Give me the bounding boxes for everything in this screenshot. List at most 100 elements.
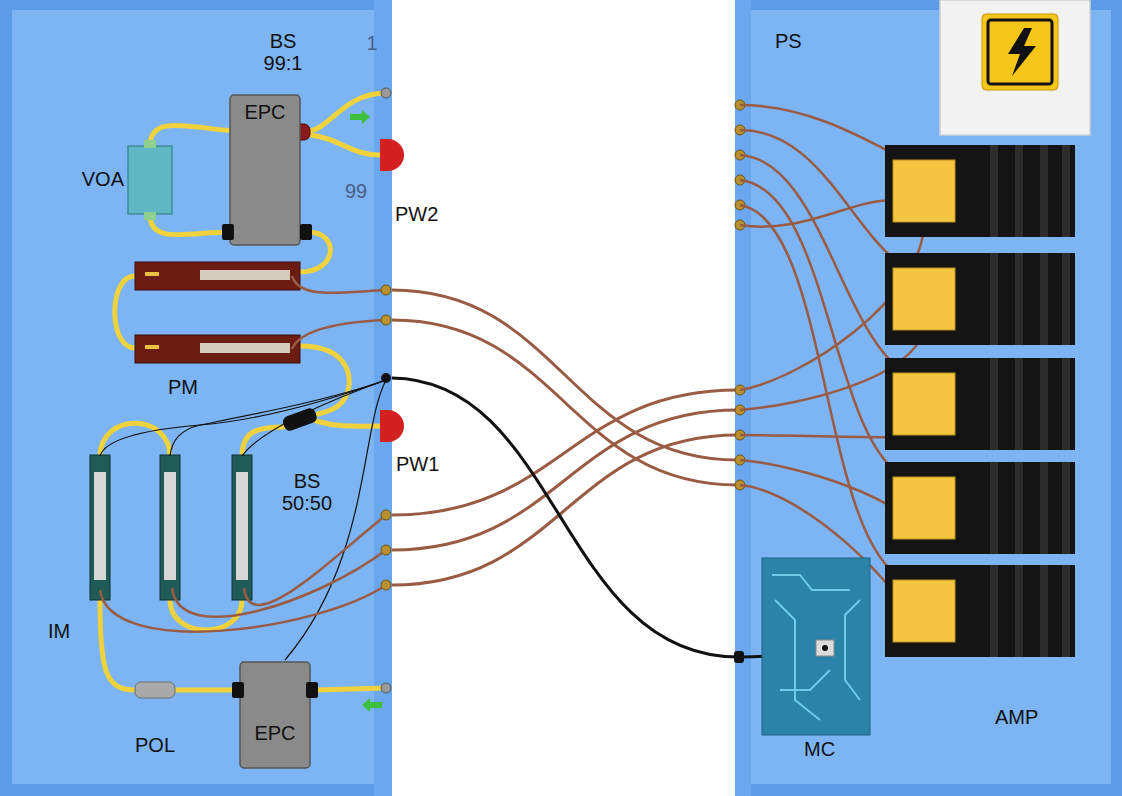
intensity-modulator [90, 455, 110, 600]
intensity-modulator [160, 455, 180, 600]
component-label: EPC [244, 101, 285, 123]
panel-port [381, 88, 745, 693]
optical-fiber [150, 215, 230, 235]
phase-modulator [145, 272, 159, 276]
amplifier [885, 253, 1075, 345]
amplifier [885, 145, 1075, 237]
panel-port [734, 651, 744, 663]
variable-attenuator [144, 140, 156, 148]
panel-port [381, 683, 391, 693]
amplifier [1062, 565, 1070, 657]
optics-panel [0, 0, 392, 796]
panel-port [381, 315, 391, 325]
bias-wire [100, 380, 386, 660]
panel-port [381, 373, 391, 383]
rf-wire [100, 276, 386, 632]
panel-port [381, 88, 391, 98]
polarization-controller [240, 662, 310, 768]
power-meter-head [380, 139, 404, 442]
polarization-controller [300, 224, 312, 240]
amplifier [1062, 462, 1070, 554]
amplifier [893, 160, 955, 222]
variable-attenuator [128, 146, 172, 214]
microcontroller-board [816, 640, 834, 656]
optical-fiber [310, 135, 380, 155]
polarization-controller [306, 682, 318, 698]
electronics-panel [735, 0, 1122, 796]
amplifier [885, 145, 1075, 657]
amplifier [1040, 145, 1048, 237]
phase-modulator [145, 345, 159, 349]
component-label: AMP [995, 706, 1038, 728]
intensity-modulator [90, 455, 252, 600]
component-label: MC [804, 738, 835, 760]
port-ratio-label: 99 [345, 180, 367, 202]
amplifier [885, 358, 1075, 450]
intensity-modulator [232, 455, 252, 600]
intensity-modulator [164, 472, 176, 580]
phase-modulator [135, 262, 300, 363]
panel-port [381, 580, 391, 590]
intensity-modulator [236, 472, 248, 580]
component-label: VOA [82, 168, 124, 190]
amplifier [1062, 145, 1070, 237]
phase-modulator [200, 343, 290, 353]
microcontroller-board [845, 600, 860, 700]
power-supply [940, 0, 1090, 135]
optical-fiber [100, 600, 135, 690]
polarization-controller [232, 682, 244, 698]
microcontroller-board [762, 558, 870, 735]
electronics-panel [735, 0, 751, 796]
optical-fiber [100, 93, 386, 690]
amplifier [893, 477, 955, 539]
amplifier [1015, 358, 1023, 450]
bias-wire [100, 380, 386, 456]
power-meter-head [380, 410, 404, 442]
variable-attenuator [144, 212, 156, 220]
amplifier [1062, 358, 1070, 450]
panel-port [381, 545, 391, 555]
polarization-controller [230, 95, 300, 245]
amplifier [990, 565, 998, 657]
rf-cable [392, 290, 738, 460]
amplifier [1015, 253, 1023, 345]
direction-arrow [350, 110, 370, 124]
amplifier-wire [740, 155, 905, 373]
amplifier [885, 462, 1075, 554]
optical-fiber [242, 427, 284, 457]
microcontroller-board [780, 670, 830, 690]
component-label: EPC [254, 722, 295, 744]
power-supply [940, 0, 1090, 135]
variable-attenuator [128, 140, 172, 220]
rf-wire [292, 276, 386, 293]
optical-fiber [175, 688, 240, 693]
bias-wire [170, 380, 386, 456]
amplifier [1040, 358, 1048, 450]
power-supply [988, 20, 1052, 84]
component-label: PM [168, 376, 198, 398]
amplifier-wire [740, 200, 893, 227]
amplifier [990, 358, 998, 450]
microcontroller-board [775, 600, 820, 720]
component-label: POL [135, 734, 175, 756]
polarization-controller [222, 224, 234, 240]
polarizer [135, 682, 175, 698]
amplifier [893, 268, 955, 330]
rf-wire [292, 320, 386, 349]
component-label: IM [48, 620, 70, 642]
amplifier [893, 580, 955, 642]
rf-cable [392, 320, 738, 485]
detector-label: PW2 [395, 203, 438, 225]
amplifier [1040, 253, 1048, 345]
amplifier-wire [740, 130, 905, 268]
power-supply [1008, 28, 1036, 76]
amplifier [990, 145, 998, 237]
amplifier [893, 373, 955, 435]
optical-fiber [310, 93, 386, 131]
rf-wire [100, 585, 386, 632]
optical-fiber [316, 688, 386, 690]
port-ratio-label: 1 [366, 32, 377, 54]
control-cable [392, 378, 825, 657]
